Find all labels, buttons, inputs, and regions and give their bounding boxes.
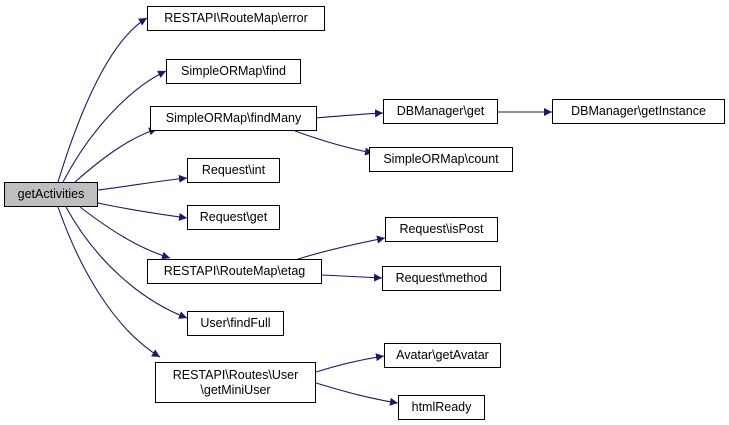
node-request-int[interactable]: Request\int (187, 158, 280, 183)
node-user-findfull[interactable]: User\findFull (187, 311, 284, 336)
edge-root-findmany (74, 127, 158, 183)
edge-root-error (57, 17, 148, 183)
node-simpleormap-find[interactable]: SimpleORMap\find (166, 59, 301, 84)
node-label: Request\get (199, 210, 268, 224)
node-routemap-etag[interactable]: RESTAPI\RouteMap\etag (147, 259, 322, 284)
edge-etag-method (321, 273, 383, 282)
node-label: Request\isPost (399, 222, 484, 236)
node-label: getActivities (17, 187, 85, 201)
node-label: User\findFull (200, 316, 271, 330)
node-request-method[interactable]: Request\method (382, 266, 501, 291)
edge-root-reqget (97, 202, 188, 221)
edge-findmany-dbget (315, 109, 384, 119)
node-label: DBManager\getInstance (571, 104, 706, 118)
node-label: SimpleORMap\findMany (165, 111, 302, 125)
node-routes-user-getminiuser[interactable]: RESTAPI\Routes\User \getMiniUser (155, 362, 316, 403)
edge-root-find (62, 70, 167, 183)
node-dbmanager-getinstance[interactable]: DBManager\getInstance (552, 99, 725, 124)
edge-miniuser-htmlready (315, 382, 399, 406)
node-label: RESTAPI\RouteMap\etag (163, 264, 306, 278)
node-label: Request\int (201, 163, 266, 177)
node-label-line1: RESTAPI\Routes\User (172, 367, 299, 382)
node-simpleormap-count[interactable]: SimpleORMap\count (369, 147, 513, 172)
node-getactivities[interactable]: getActivities (4, 182, 98, 207)
edge-root-reqint (97, 174, 188, 191)
node-label: SimpleORMap\find (181, 64, 286, 78)
edge-etag-ispost (294, 235, 386, 261)
node-request-ispost[interactable]: Request\isPost (385, 217, 498, 242)
node-routemap-error[interactable]: RESTAPI\RouteMap\error (147, 6, 325, 31)
node-label: Avatar\getAvatar (396, 348, 489, 362)
node-dbmanager-get[interactable]: DBManager\get (383, 99, 498, 124)
edge-findmany-count (294, 130, 374, 156)
node-label: htmlReady (411, 400, 472, 414)
node-avatar-getavatar[interactable]: Avatar\getAvatar (384, 343, 501, 368)
node-simpleormap-findmany[interactable]: SimpleORMap\findMany (150, 106, 317, 131)
node-htmlready[interactable]: htmlReady (398, 395, 485, 420)
edge-root-etag (79, 206, 171, 260)
node-request-get[interactable]: Request\get (187, 205, 280, 230)
node-label: DBManager\get (396, 104, 485, 118)
node-label: Request\method (395, 271, 488, 285)
node-label: RESTAPI\RouteMap\error (164, 11, 308, 25)
edge-root-findfull (65, 206, 188, 319)
edge-root-miniuser (57, 206, 161, 358)
node-label: SimpleORMap\count (383, 152, 499, 166)
node-label-line2: \getMiniUser (200, 382, 271, 397)
edge-miniuser-getavatar (315, 353, 385, 373)
